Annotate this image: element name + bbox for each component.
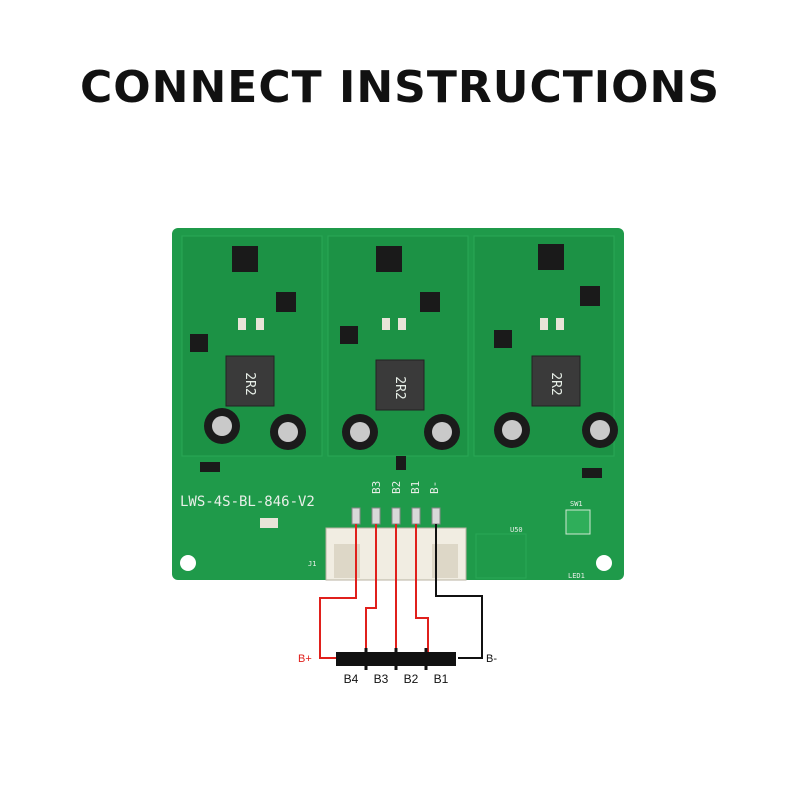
- battery-positive-label: B+: [298, 653, 312, 665]
- converter-module-1: 2R2: [181, 235, 323, 457]
- u50-label: U50: [510, 526, 523, 534]
- page-title: CONNECT INSTRUCTIONS: [79, 62, 721, 113]
- mounting-hole: [596, 555, 612, 571]
- wire-b4: [319, 524, 357, 659]
- j1-label: J1: [308, 560, 316, 568]
- pin-labels: B3 B2 B1 B-: [370, 481, 441, 494]
- battery-pack: [336, 648, 456, 670]
- svg-text:2R2: 2R2: [242, 372, 257, 395]
- converter-module-3: 2R2: [473, 235, 618, 457]
- converter-module-2: 2R2: [327, 235, 469, 457]
- cell-label-b1: B1: [434, 672, 449, 686]
- diode: [582, 468, 602, 478]
- wiring: [319, 524, 483, 659]
- svg-text:B1: B1: [409, 481, 422, 494]
- cell-label-b2: B2: [404, 672, 419, 686]
- board-model-label: LWS-4S-BL-846-V2: [180, 494, 315, 510]
- switch-sw1: [565, 509, 591, 535]
- cell-label-b4: B4: [344, 672, 359, 686]
- resistor: [260, 518, 278, 528]
- diode: [200, 462, 220, 472]
- mounting-hole: [180, 555, 196, 571]
- ic-footprint: [475, 533, 527, 579]
- led1-label: LED1: [568, 572, 585, 580]
- battery-negative-label: B-: [486, 653, 497, 665]
- wire-bminus: [435, 524, 483, 659]
- svg-text:B2: B2: [390, 481, 403, 494]
- svg-text:2R2: 2R2: [548, 372, 563, 395]
- wire-b1: [415, 524, 429, 658]
- svg-text:B-: B-: [428, 481, 441, 494]
- cell-label-b3: B3: [374, 672, 389, 686]
- diode: [396, 456, 406, 470]
- sw1-label: SW1: [570, 500, 583, 508]
- svg-text:B3: B3: [370, 481, 383, 494]
- wire-b3: [365, 524, 377, 658]
- svg-text:2R2: 2R2: [392, 376, 407, 399]
